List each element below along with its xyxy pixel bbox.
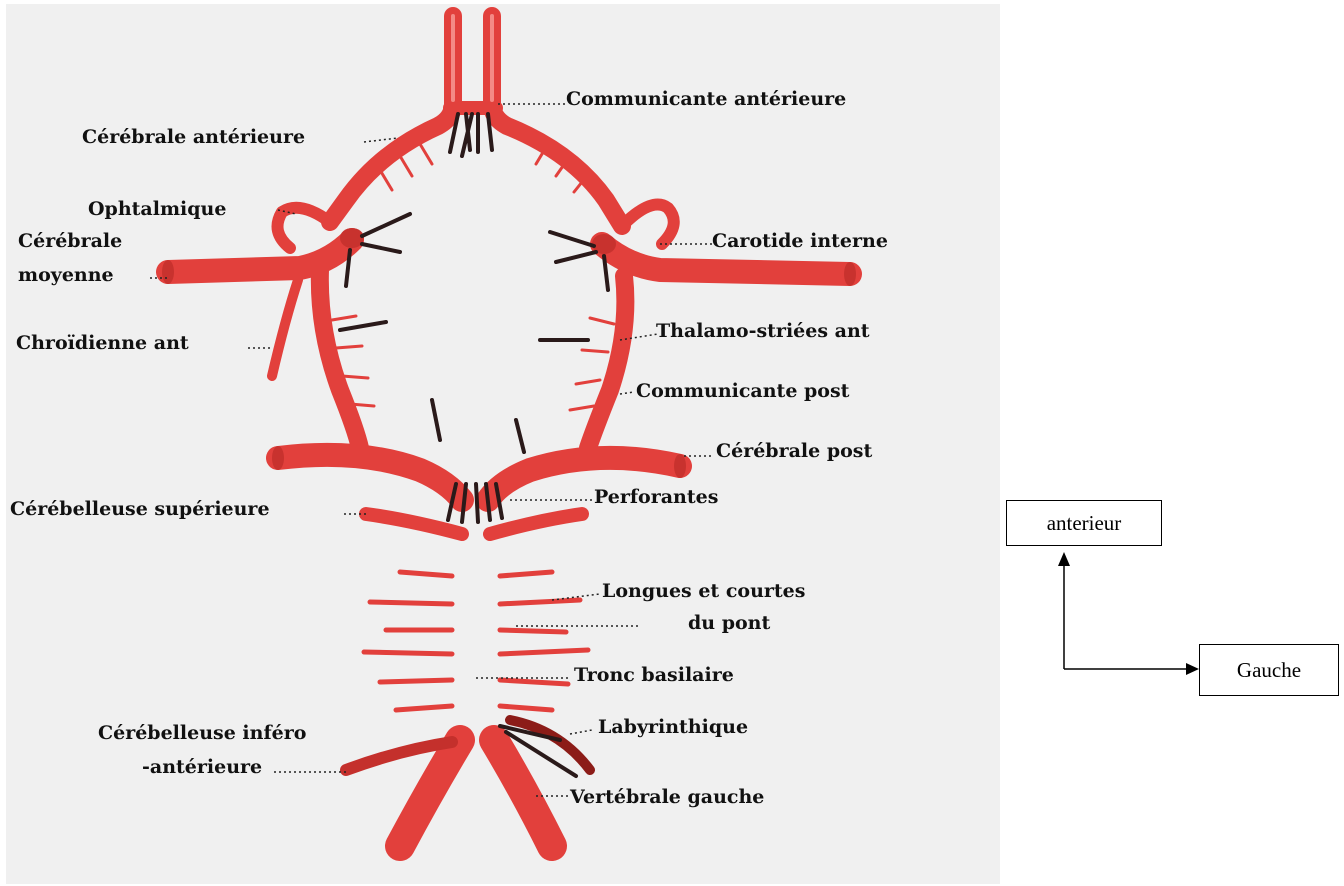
ophtalmique-right <box>622 205 674 244</box>
cerebrale-post-left <box>278 455 462 500</box>
label-cerebelleuse-superieure: Cérébelleuse supérieure <box>10 498 270 520</box>
communicante-post-left <box>320 270 360 448</box>
anterior-cerebral-right <box>492 16 622 226</box>
label-perforantes: Perforantes <box>594 486 718 508</box>
communicante-post-right <box>588 276 625 448</box>
label-communicante-post: Communicante post <box>636 380 849 402</box>
label-chroidienne-ant: Chroïdienne ant <box>16 332 189 354</box>
label-thalamo-striees-ant: Thalamo-striées ant <box>656 320 870 342</box>
anterior-direction-box: anterieur <box>1006 500 1162 546</box>
label-longues-courtes-line2: du pont <box>688 612 770 634</box>
arrow-right-icon <box>1186 663 1199 675</box>
chroidienne-ant <box>272 280 298 376</box>
label-cerebrale-moyenne-line1: Cérébrale <box>18 230 122 252</box>
label-cerebelleuse-infero-line2: -antérieure <box>142 756 262 778</box>
orientation-arrows <box>1058 552 1199 675</box>
label-communicante-anterieure: Communicante antérieure <box>566 88 846 110</box>
label-cerebrale-moyenne-line2: moyenne <box>18 264 114 286</box>
label-cerebrale-anterieure: Cérébrale antérieure <box>82 126 305 148</box>
label-ophtalmique: Ophtalmique <box>88 198 226 220</box>
arrow-up-icon <box>1058 552 1070 566</box>
label-carotide-interne: Carotide interne <box>712 230 888 252</box>
label-tronc-basilaire: Tronc basilaire <box>574 664 734 686</box>
left-direction-box: Gauche <box>1199 644 1339 696</box>
label-cerebelleuse-infero-line1: Cérébelleuse inféro <box>98 722 306 744</box>
label-vertebrale-gauche: Vertébrale gauche <box>570 786 764 808</box>
label-cerebrale-post: Cérébrale post <box>716 440 872 462</box>
label-labyrinthique: Labyrinthique <box>598 716 748 738</box>
ophtalmique-left <box>278 208 331 248</box>
label-longues-courtes-line1: Longues et courtes <box>602 580 805 602</box>
